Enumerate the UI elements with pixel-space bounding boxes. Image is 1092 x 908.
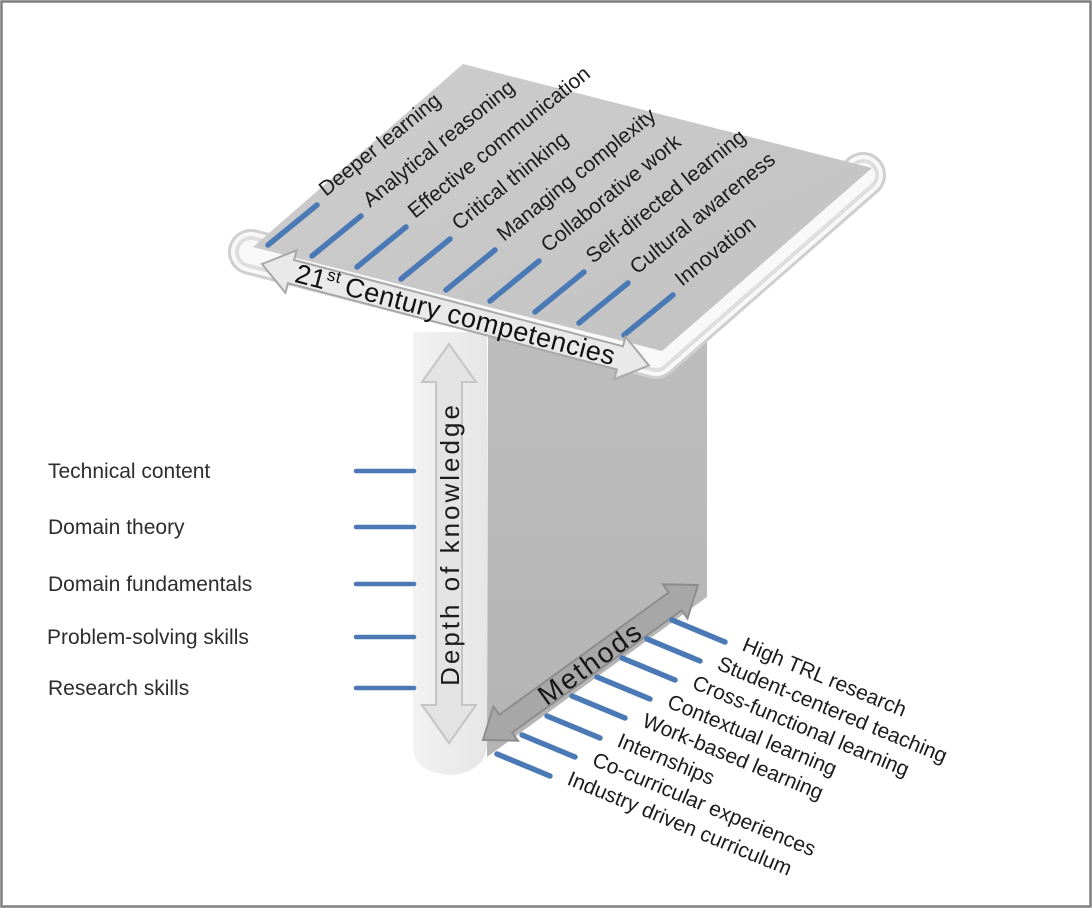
depth-axis-label: Depth of knowledge [435, 402, 465, 686]
tick [494, 751, 553, 779]
tick [644, 636, 703, 664]
knowledge-label: Technical content [48, 460, 210, 483]
tick [519, 732, 578, 760]
tick [544, 713, 603, 741]
depth-arrow-shape [420, 342, 478, 745]
tick [487, 258, 542, 304]
pillar-right-face [487, 332, 707, 757]
tick [398, 236, 453, 282]
knowledge-label: Research skills [48, 677, 189, 700]
slab-top-face [253, 64, 872, 351]
knowledge-ticks [353, 468, 417, 691]
tick [265, 202, 320, 248]
tick [669, 617, 728, 645]
tick [443, 247, 498, 293]
depth-arrow: Depth of knowledge [420, 342, 478, 745]
knowledge-labels: Technical content Domain theory Domain f… [47, 460, 252, 700]
knowledge-label: Problem-solving skills [47, 626, 249, 649]
competency-labels: Deeper learning Analytical reasoning Eff… [315, 62, 780, 291]
methods-ticks [494, 617, 728, 779]
competencies-arrow-shape [260, 248, 651, 381]
competency-ticks [265, 202, 676, 338]
knowledge-label: Domain fundamentals [48, 573, 252, 596]
tick [576, 280, 631, 326]
century-superscript: st [325, 265, 344, 287]
tick [354, 224, 409, 270]
knowledge-label: Domain theory [48, 516, 185, 539]
tick [621, 292, 676, 338]
tick [532, 269, 587, 315]
methods-arrow-shape [481, 583, 700, 742]
tick [569, 693, 628, 721]
tick [309, 213, 364, 259]
tick [619, 655, 678, 683]
tick [594, 674, 653, 702]
